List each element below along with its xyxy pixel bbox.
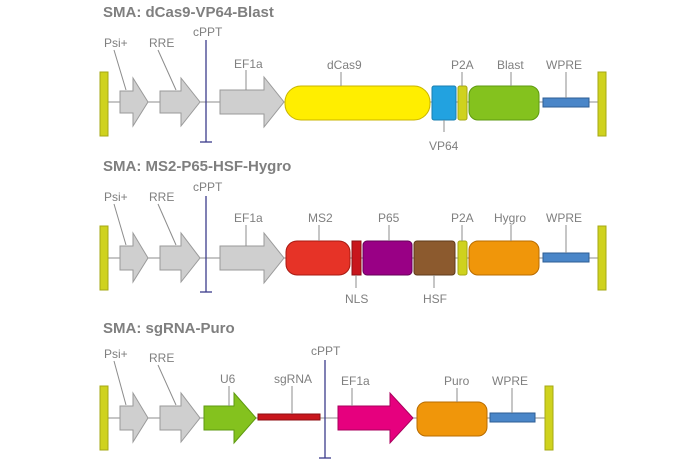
construct-title: SMA: dCas9-VP64-Blast xyxy=(103,4,274,21)
psi-element xyxy=(119,76,149,128)
puro-gene xyxy=(416,401,488,437)
puro-label: Puro xyxy=(444,374,470,388)
construct-title: SMA: MS2-P65-HSF-Hygro xyxy=(103,158,291,175)
ltr-left xyxy=(99,385,109,451)
ltr-right xyxy=(597,71,607,137)
p2a-element xyxy=(457,85,468,121)
rre-leader xyxy=(157,49,177,91)
rre-element xyxy=(159,231,201,284)
construct-title: SMA: sgRNA-Puro xyxy=(103,320,235,337)
ef1a-promoter xyxy=(219,231,285,285)
blast-label: Blast xyxy=(497,58,524,72)
vp64-label: VP64 xyxy=(429,139,459,153)
wpre-element xyxy=(542,97,590,108)
rre-label: RRE xyxy=(149,36,174,50)
rre-element xyxy=(159,76,201,128)
hygro-gene xyxy=(468,240,540,276)
wpre-label: WPRE xyxy=(546,211,582,225)
hygro-label: Hygro xyxy=(494,211,526,225)
ef1a-promoter xyxy=(337,391,414,445)
nls-label: NLS xyxy=(345,292,368,306)
psi-label: Psi+ xyxy=(104,347,128,361)
ltr-right xyxy=(544,385,554,451)
construct-sgrna-puro: SMA: sgRNA-Puro Psi+ RRE U6 sgRNA cPPT E… xyxy=(99,320,554,459)
p65-domain xyxy=(362,240,413,276)
wpre-element xyxy=(489,412,536,423)
p2a-label: P2A xyxy=(451,211,474,225)
u6-promoter xyxy=(203,391,257,445)
psi-leader xyxy=(113,49,127,91)
construct-ms2-p65-hsf-hygro: SMA: MS2-P65-HSF-Hygro Psi+ RRE cPPT EF1… xyxy=(99,158,607,306)
ef1a-label: EF1a xyxy=(234,57,263,71)
rre-label: RRE xyxy=(149,190,174,204)
p2a-label: P2A xyxy=(451,58,474,72)
cppt-label: cPPT xyxy=(193,25,223,39)
hsf-label: HSF xyxy=(423,292,447,306)
rre-leader xyxy=(157,203,177,246)
psi-leader xyxy=(113,203,127,246)
rre-label: RRE xyxy=(149,351,174,365)
wpre-label: WPRE xyxy=(546,58,582,72)
ef1a-promoter xyxy=(219,75,285,129)
cppt-label: cPPT xyxy=(311,344,341,358)
psi-label: Psi+ xyxy=(104,190,128,204)
p2a-element xyxy=(457,240,468,276)
blast-gene xyxy=(468,85,540,121)
ltr-left xyxy=(99,71,109,137)
dcas9-label: dCas9 xyxy=(327,58,362,72)
ef1a-label: EF1a xyxy=(341,374,370,388)
u6-label: U6 xyxy=(220,372,236,386)
psi-leader xyxy=(113,360,127,406)
vp64-domain xyxy=(431,85,457,121)
sgrna-element xyxy=(257,413,321,421)
psi-element xyxy=(119,231,149,284)
ef1a-label: EF1a xyxy=(234,211,263,225)
ms2-label: MS2 xyxy=(308,211,333,225)
ms2-domain xyxy=(285,240,351,276)
psi-element xyxy=(119,391,149,444)
cppt-label: cPPT xyxy=(193,180,223,194)
wpre-label: WPRE xyxy=(492,374,528,388)
nls-element xyxy=(351,240,362,276)
rre-leader xyxy=(157,364,177,406)
p65-label: P65 xyxy=(378,211,400,225)
construct-dcas9-vp64-blast: SMA: dCas9-VP64-Blast Psi+ RRE cPPT EF1a… xyxy=(99,4,607,153)
hsf-domain xyxy=(413,240,456,276)
rre-element xyxy=(159,391,201,444)
psi-label: Psi+ xyxy=(104,36,128,50)
ltr-left xyxy=(99,225,109,291)
ltr-right xyxy=(597,225,607,291)
sgrna-label: sgRNA xyxy=(274,372,312,386)
wpre-element xyxy=(542,252,590,263)
dcas9-gene xyxy=(284,85,431,121)
